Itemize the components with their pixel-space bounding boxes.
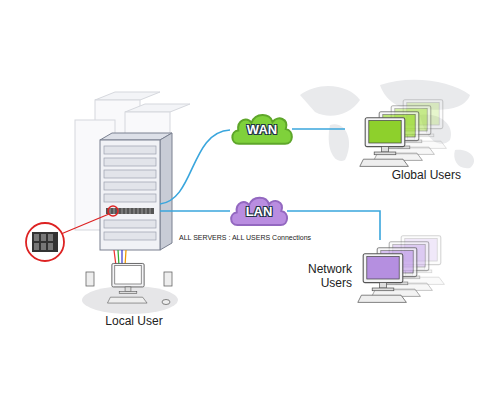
local-user-group: Local User bbox=[84, 262, 184, 330]
global-user-monitors bbox=[360, 100, 447, 167]
user-label: Global Users bbox=[392, 168, 461, 182]
server-racks-back bbox=[75, 92, 190, 230]
connection-note: ALL SERVERS : ALL USERS Connections bbox=[178, 234, 312, 241]
kvm-callout bbox=[26, 206, 118, 261]
cloud-label: LAN bbox=[246, 204, 273, 219]
network-link bbox=[292, 128, 345, 130]
user-label: Network Users bbox=[296, 262, 352, 290]
lan-cloud: LAN bbox=[228, 194, 290, 228]
network-user-monitors bbox=[358, 236, 445, 303]
world-map bbox=[300, 80, 474, 168]
user-label: Local User bbox=[84, 314, 184, 328]
network-users-group: Network Users bbox=[296, 240, 446, 312]
network-cables bbox=[160, 130, 230, 211]
local-user-workstation bbox=[82, 263, 178, 314]
server-rack bbox=[100, 133, 172, 250]
wan-cloud: WAN bbox=[229, 111, 295, 147]
cloud-label: WAN bbox=[247, 122, 277, 137]
global-users-group: Global Users bbox=[345, 112, 463, 184]
